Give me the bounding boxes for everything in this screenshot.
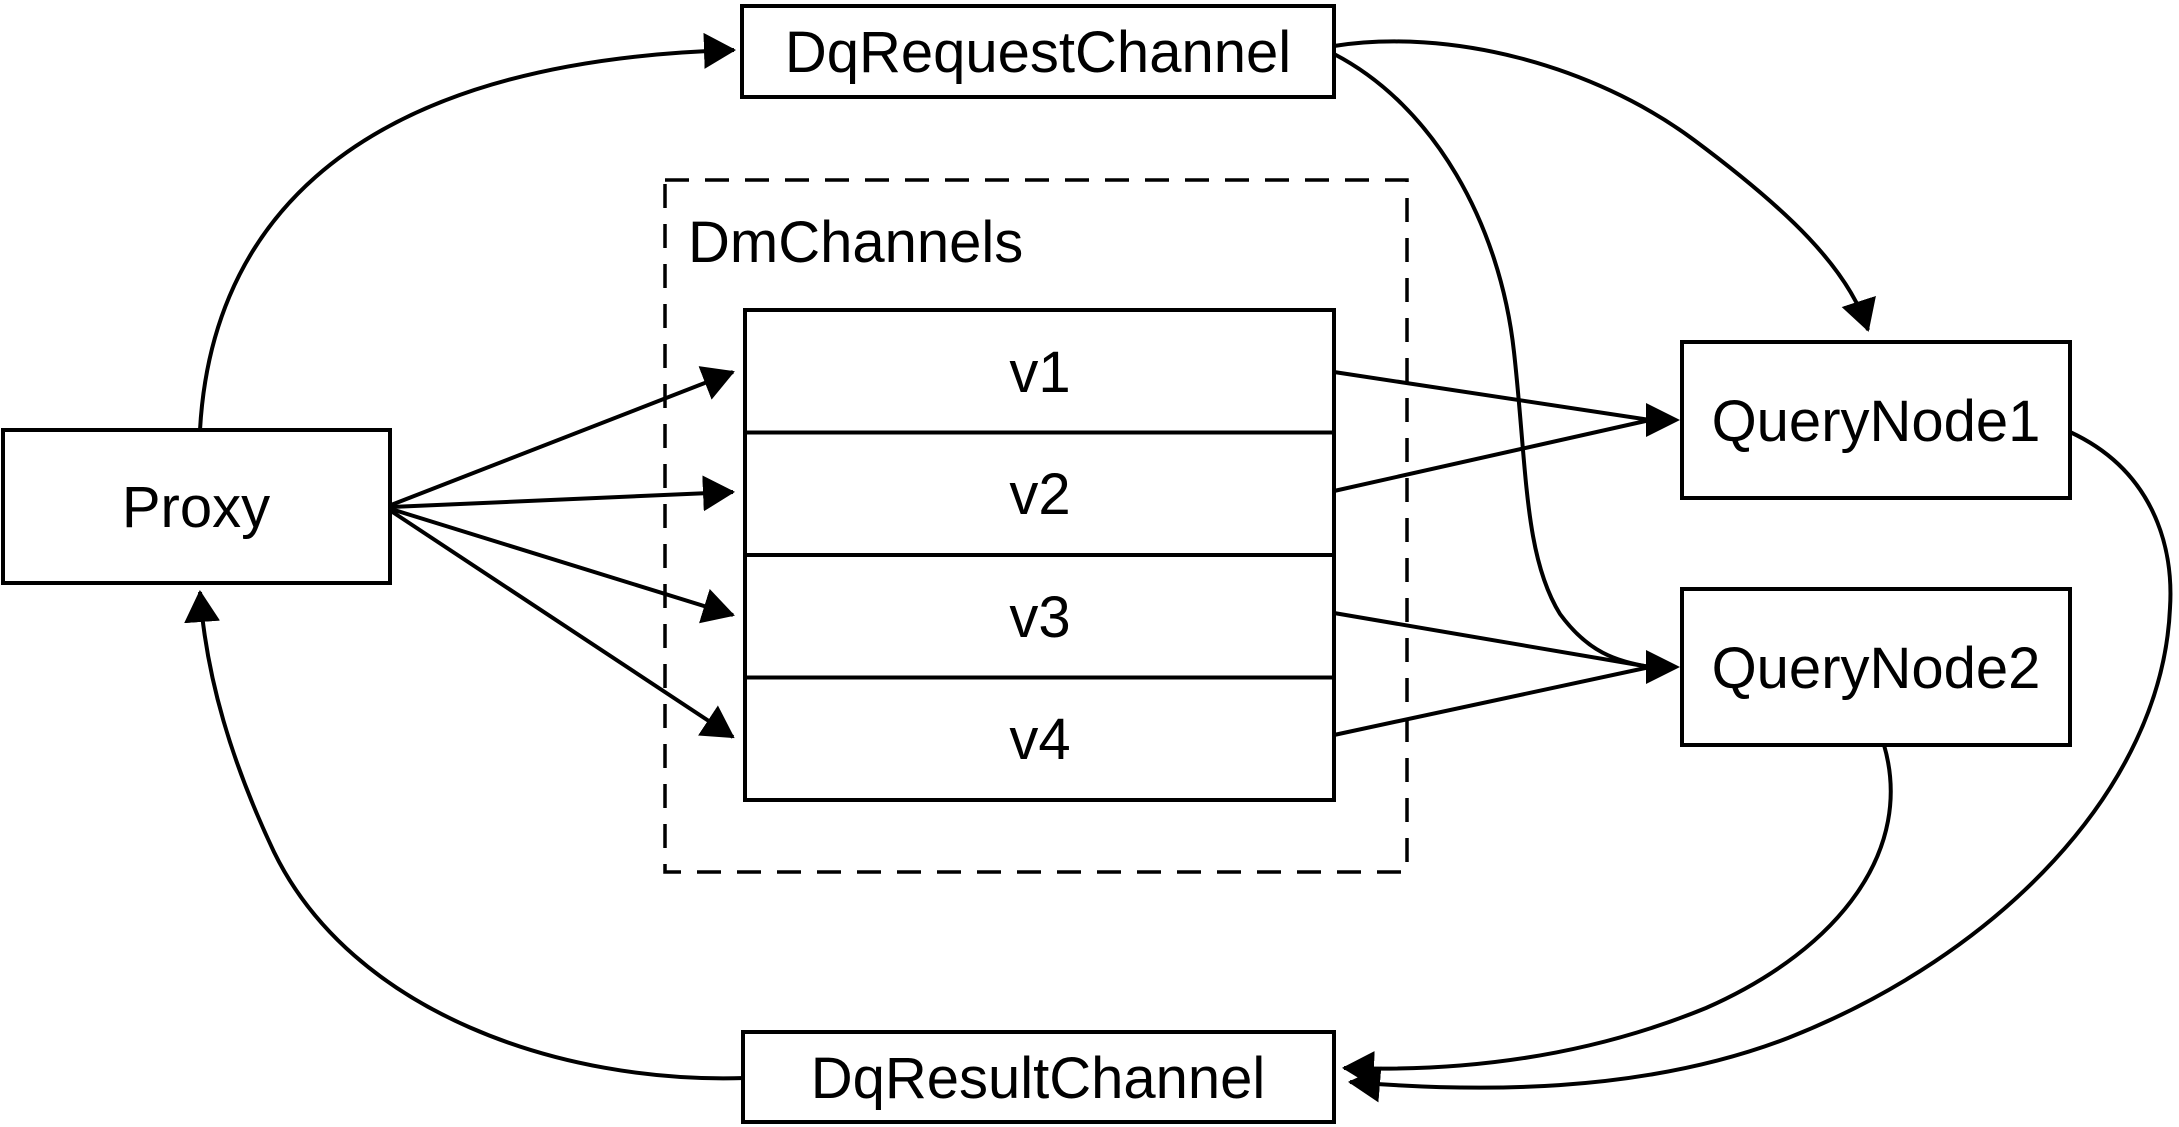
- edge-querynode1-to-dqresultchannel: [1348, 430, 2173, 1103]
- node-proxy: Proxy: [1, 428, 392, 585]
- channel-row-v3-label: v3: [1009, 585, 1070, 650]
- node-proxy-label: Proxy: [122, 475, 270, 540]
- edge-dqrequestchannel-to-querynode2: [1333, 52, 1651, 669]
- channel-row-v2-label: v2: [1009, 462, 1070, 527]
- edge-proxy-to-v3: [390, 507, 735, 624]
- node-dqresultchannel-box: [741, 1030, 1336, 1124]
- node-querynode1: QueryNode1: [1680, 340, 2072, 500]
- channel-row-v4-label: v4: [1009, 707, 1070, 772]
- edge-v4-to-querynode2: [1333, 665, 1651, 737]
- edge-proxy-to-v2: [390, 475, 735, 512]
- node-dqresultchannel-label: DqResultChannel: [811, 1046, 1266, 1111]
- dmchannels-group-label: DmChannels: [688, 210, 1023, 275]
- arrowhead-querynode2: [1646, 650, 1680, 684]
- edge-dqrequestchannel-to-querynode1: [1333, 39, 1876, 332]
- arrowhead-querynode1: [1646, 403, 1680, 437]
- node-dqresultchannel: DqResultChannel: [741, 1030, 1336, 1124]
- channel-row-v1-label: v1: [1009, 340, 1070, 405]
- edge-v2-to-querynode1: [1333, 418, 1651, 493]
- edge-proxy-to-v4: [389, 509, 735, 739]
- channel-table: v1 v2 v3 v4: [743, 308, 1336, 802]
- node-querynode2-label: QueryNode2: [1712, 636, 2041, 701]
- node-dqrequestchannel: DqRequestChannel: [740, 4, 1336, 99]
- edge-proxy-to-dqrequestchannel: [198, 32, 736, 431]
- edge-v3-to-querynode2: [1333, 611, 1651, 669]
- edge-querynode2-to-dqresultchannel: [1342, 744, 1893, 1088]
- node-dqrequestchannel-box: [740, 4, 1336, 99]
- node-querynode2-box: [1680, 587, 2072, 747]
- node-dqrequestchannel-label: DqRequestChannel: [785, 20, 1291, 85]
- edge-v1-to-querynode1: [1333, 370, 1651, 422]
- edge-proxy-to-v1: [390, 366, 735, 507]
- node-proxy-box: [1, 428, 392, 585]
- edge-dqresultchannel-to-proxy: [184, 590, 746, 1081]
- node-querynode1-label: QueryNode1: [1712, 389, 2041, 454]
- node-querynode2: QueryNode2: [1680, 587, 2072, 747]
- node-querynode1-box: [1680, 340, 2072, 500]
- dmchannels-group-box: [663, 178, 1409, 874]
